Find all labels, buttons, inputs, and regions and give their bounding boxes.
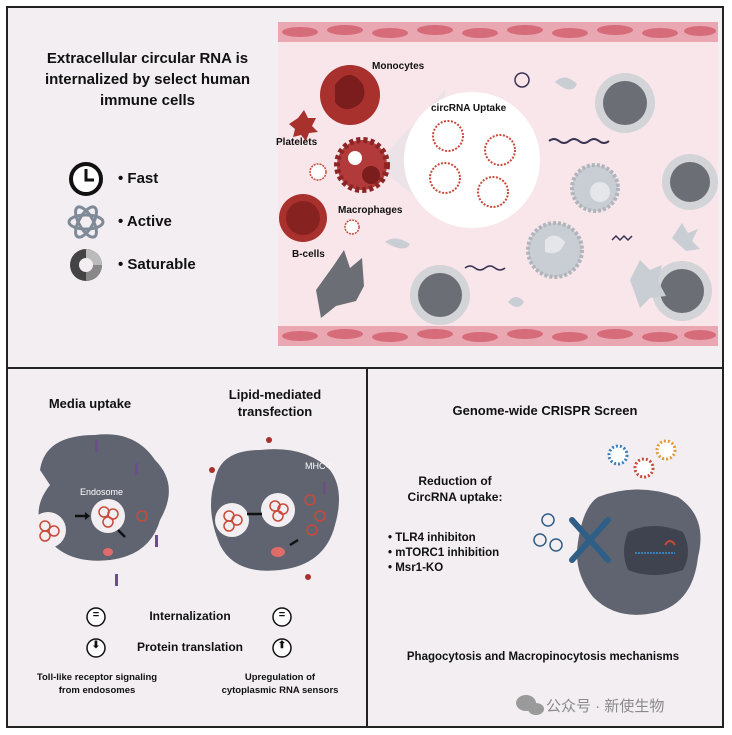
virus-icons	[607, 439, 677, 479]
reduction-line1: Reduction of	[418, 474, 492, 488]
clock-icon	[69, 162, 103, 196]
reduction-line2: CircRNA uptake:	[407, 490, 503, 504]
property-saturable: • Saturable	[118, 256, 196, 273]
left-caption-line1: Toll-like receptor signaling	[36, 672, 158, 683]
right-caption-line2: cytoplasmic RNA sensors	[221, 685, 339, 696]
atom-icon	[67, 205, 105, 239]
wechat-icon	[516, 695, 544, 715]
symbol-circles	[86, 607, 292, 658]
crispr-cell	[533, 439, 701, 615]
up-arrow-icon: ⬆	[277, 640, 287, 651]
mhc-label: MHC-I	[305, 461, 331, 471]
main-title-line2: internalized by select human	[44, 71, 251, 88]
eq-symbol-left: =	[92, 609, 100, 621]
media-uptake-title: Media uptake	[48, 396, 132, 411]
watermark-text: 公众号 · 新使生物	[546, 698, 665, 715]
macrophage-cell	[334, 137, 390, 193]
main-title-line3: immune cells	[99, 92, 196, 109]
down-arrow-icon: ⬇	[91, 640, 101, 651]
property-fast: • Fast	[118, 170, 159, 187]
lipid-title-line1: Lipid-mediated	[228, 387, 322, 402]
label-monocytes: Monocytes	[372, 61, 425, 72]
platelet-cell	[289, 110, 318, 141]
protein-translation-label: Protein translation	[136, 640, 243, 654]
uptake-zoom-circle	[404, 92, 540, 228]
label-bcells: B-cells	[292, 249, 325, 260]
gray-cells	[316, 73, 718, 325]
property-active: • Active	[118, 213, 172, 230]
label-macrophages: Macrophages	[338, 205, 403, 216]
bullet-tlr4: • TLR4 inhibiton	[388, 532, 476, 544]
bullet-mtorc1: • mTORC1 inhibition	[388, 547, 500, 559]
lipid-transfection-cell	[209, 437, 339, 580]
crispr-title: Genome-wide CRISPR Screen	[452, 403, 638, 418]
circ-rna-cluster	[429, 120, 516, 208]
media-uptake-cell	[30, 434, 169, 586]
bullet-msr1: • Msr1-KO	[388, 562, 444, 574]
left-caption-line2: from endosomes	[58, 685, 136, 696]
eq-symbol-right: =	[278, 609, 286, 621]
mechanisms-label: Phagocytosis and Macropinocytosis mechan…	[406, 651, 680, 663]
internalization-label: Internalization	[149, 609, 231, 623]
b-cell	[279, 194, 327, 242]
right-caption-line1: Upregulation of	[244, 672, 316, 683]
main-title-line1: Extracellular circular RNA is	[46, 50, 249, 67]
label-circrna-uptake: circRNA Uptake	[431, 103, 507, 114]
label-platelets: Platelets	[276, 137, 318, 148]
lipid-title-line2: transfection	[237, 404, 313, 419]
monocyte-cell	[320, 65, 380, 125]
endosome-label: Endosome	[80, 487, 124, 497]
saturation-icon	[70, 249, 102, 281]
